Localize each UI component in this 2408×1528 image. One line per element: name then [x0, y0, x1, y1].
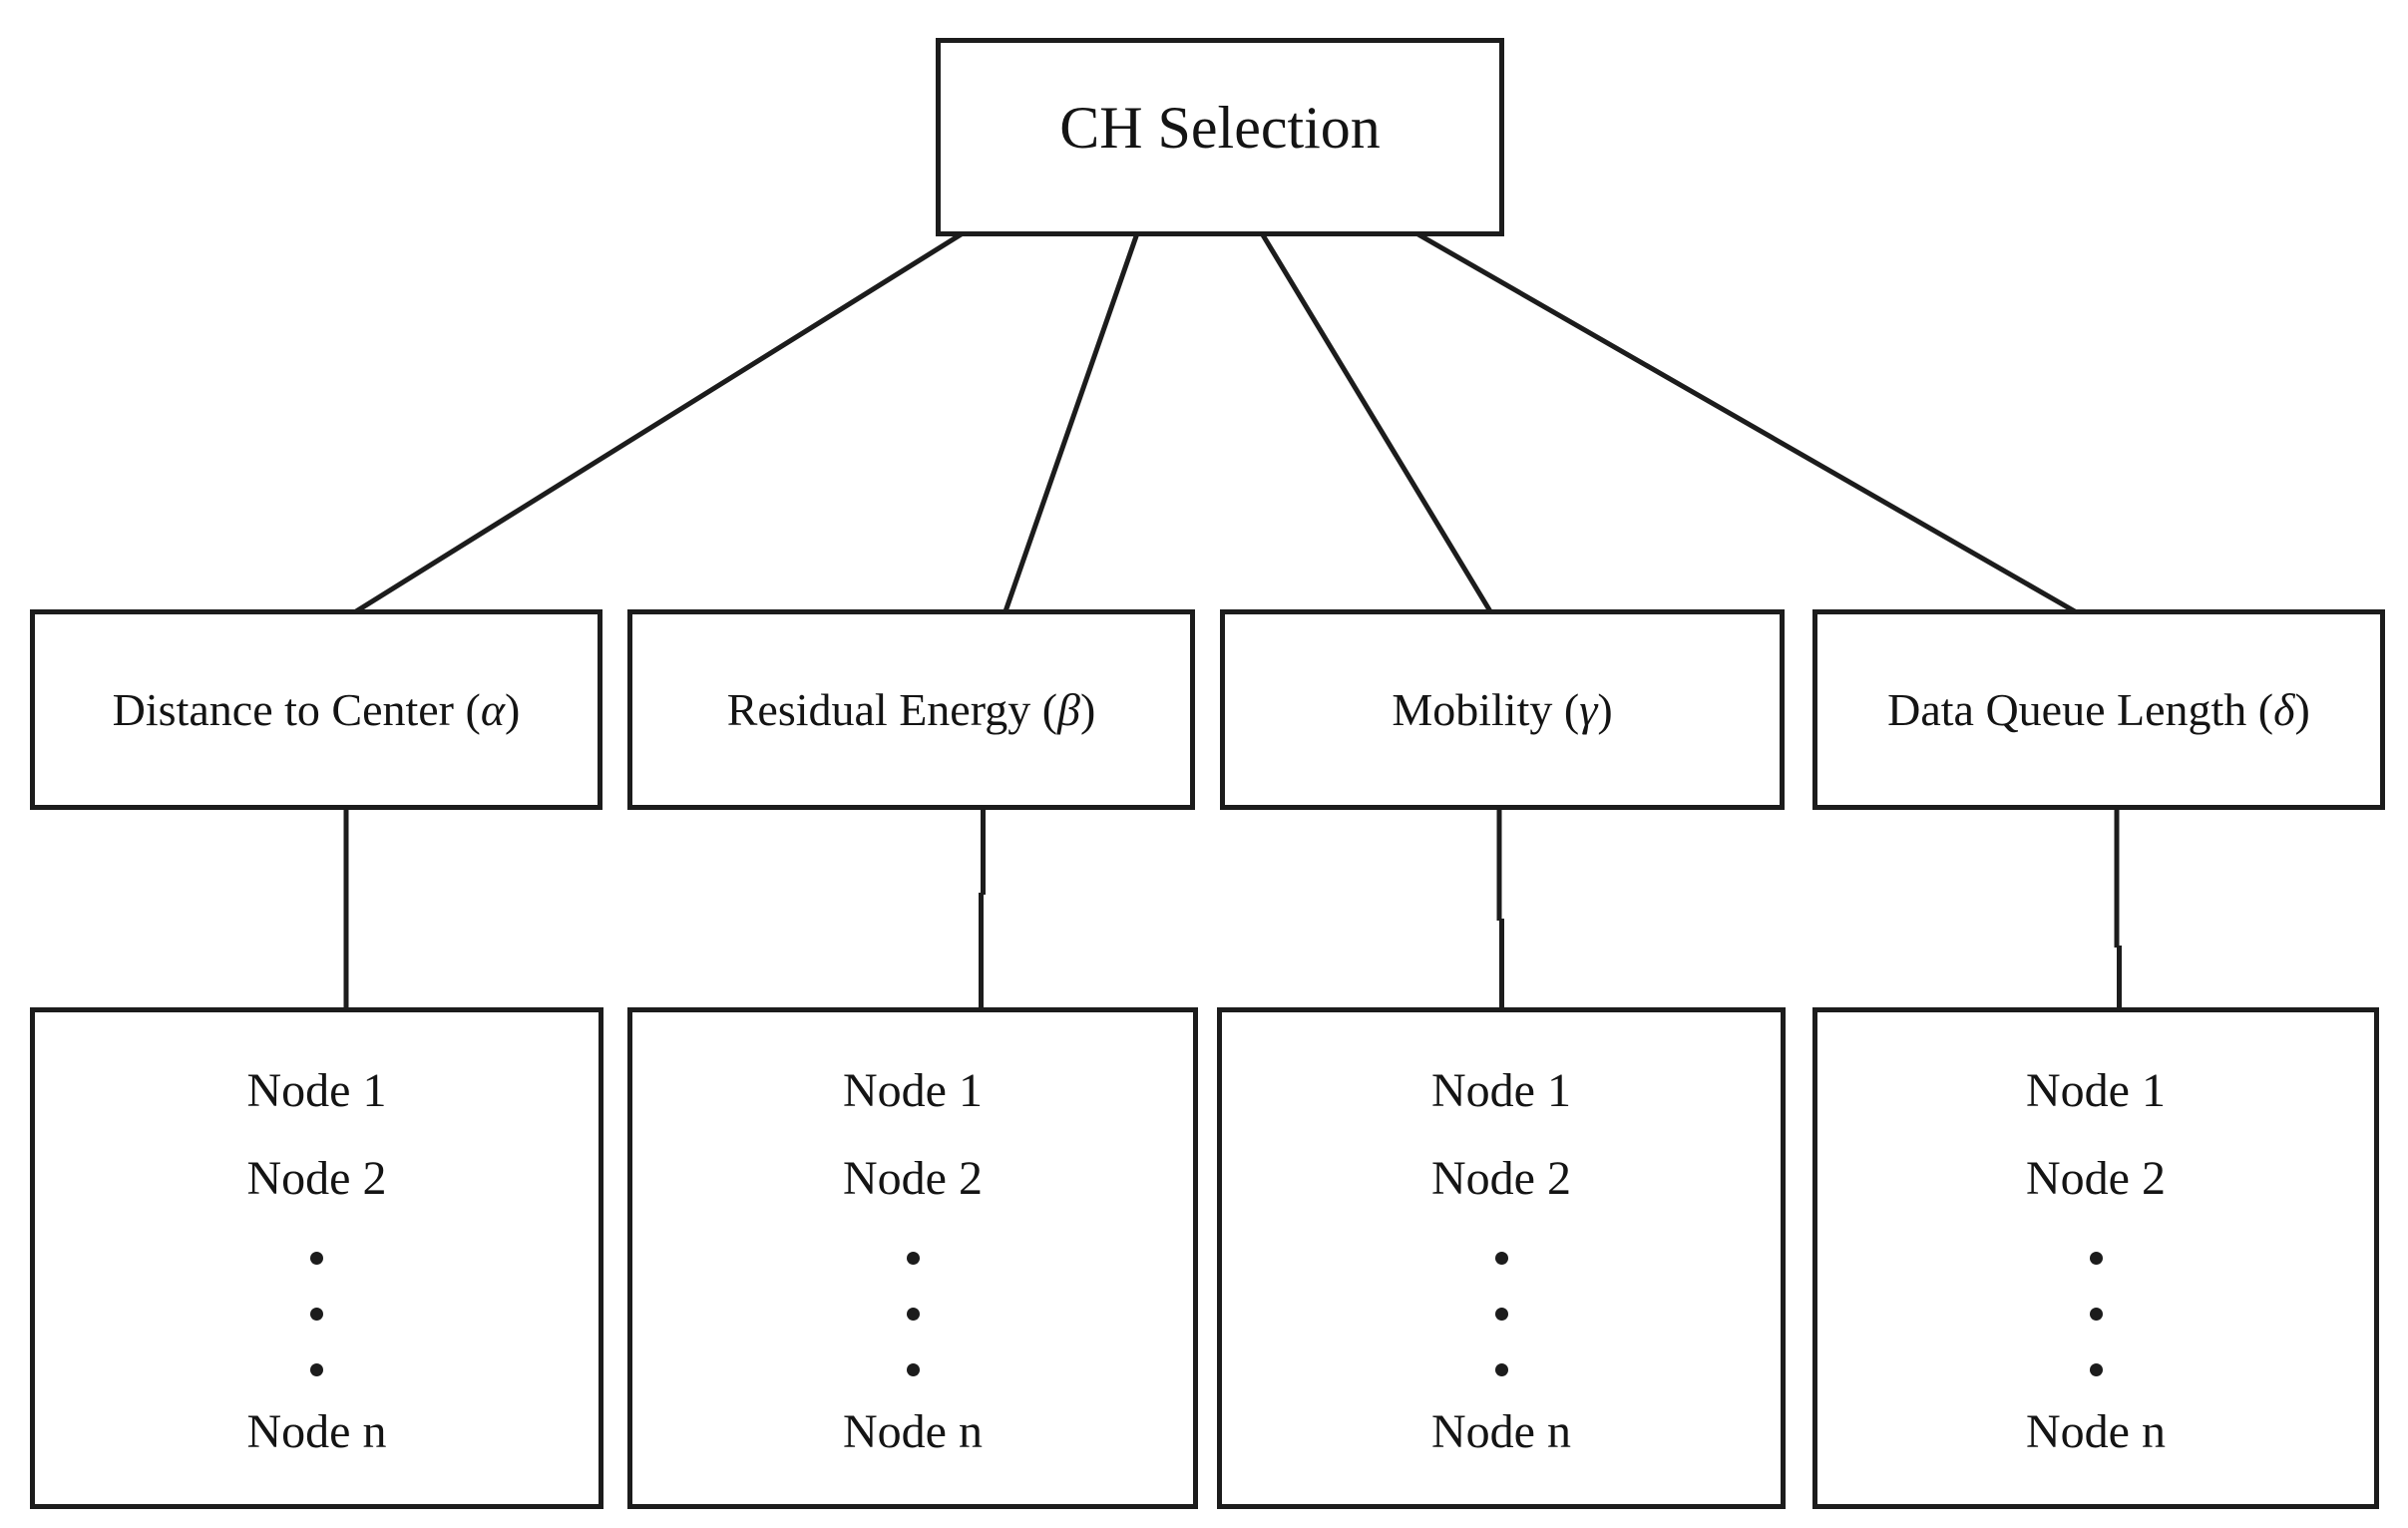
node-item: Node 2 — [843, 1152, 983, 1205]
node-list-box-mobility: Node 1 Node 2 Node n — [1217, 1007, 1786, 1509]
node-item: Node n — [246, 1405, 387, 1458]
criterion-label: Residual Energy (β) — [726, 684, 1096, 735]
edge-root-to-mobility — [1259, 231, 1493, 613]
beta-symbol: β — [1057, 684, 1080, 735]
criterion-box-mobility: Mobility (γ) — [1220, 609, 1785, 810]
vertical-ellipsis-dot — [1494, 1363, 1508, 1376]
node-list-box-queue: Node 1 Node 2 Node n — [1812, 1007, 2379, 1509]
node-item: Node 2 — [246, 1152, 387, 1205]
root-box-ch-selection: CH Selection — [936, 38, 1504, 236]
vertical-ellipsis-dot — [310, 1363, 323, 1376]
vertical-ellipsis-dot — [2089, 1252, 2103, 1265]
node-item: Node 1 — [1431, 1064, 1571, 1117]
criterion-label: Mobility (γ) — [1392, 684, 1613, 735]
vertical-ellipsis-dot — [1494, 1252, 1508, 1265]
vertical-ellipsis-dot — [2089, 1363, 2103, 1376]
node-item: Node n — [1431, 1405, 1571, 1458]
node-item: Node 1 — [246, 1064, 387, 1117]
delta-symbol: δ — [2273, 684, 2295, 735]
gamma-symbol: γ — [1579, 684, 1598, 735]
edge-root-to-energy — [1003, 232, 1140, 612]
criterion-box-data-queue-length: Data Queue Length (δ) — [1812, 609, 2385, 810]
edge-root-to-queue — [1414, 230, 2077, 614]
criterion-label: Data Queue Length (δ) — [1887, 684, 2310, 735]
node-item: Node n — [2026, 1405, 2166, 1458]
node-list-box-distance: Node 1 Node 2 Node n — [30, 1007, 603, 1509]
edge-root-to-distance — [354, 230, 965, 614]
node-item: Node n — [843, 1405, 983, 1458]
vertical-ellipsis-dot — [310, 1252, 323, 1265]
vertical-ellipsis-dot — [310, 1308, 323, 1321]
criterion-box-residual-energy: Residual Energy (β) — [627, 609, 1195, 810]
vertical-ellipsis-dot — [2089, 1308, 2103, 1321]
vertical-ellipsis-dot — [1494, 1308, 1508, 1321]
vertical-ellipsis-dot — [906, 1308, 920, 1321]
vertical-ellipsis-dot — [906, 1363, 920, 1376]
node-item: Node 2 — [1431, 1152, 1571, 1205]
node-item: Node 1 — [2026, 1064, 2166, 1117]
vertical-ellipsis-dot — [906, 1252, 920, 1265]
alpha-symbol: α — [480, 684, 505, 735]
root-box-label: CH Selection — [1059, 95, 1381, 161]
node-list-box-energy: Node 1 Node 2 Node n — [627, 1007, 1198, 1509]
criterion-box-distance-to-center: Distance to Center (α) — [30, 609, 602, 810]
criterion-label: Distance to Center (α) — [112, 684, 521, 735]
node-item: Node 1 — [843, 1064, 983, 1117]
node-item: Node 2 — [2026, 1152, 2166, 1205]
